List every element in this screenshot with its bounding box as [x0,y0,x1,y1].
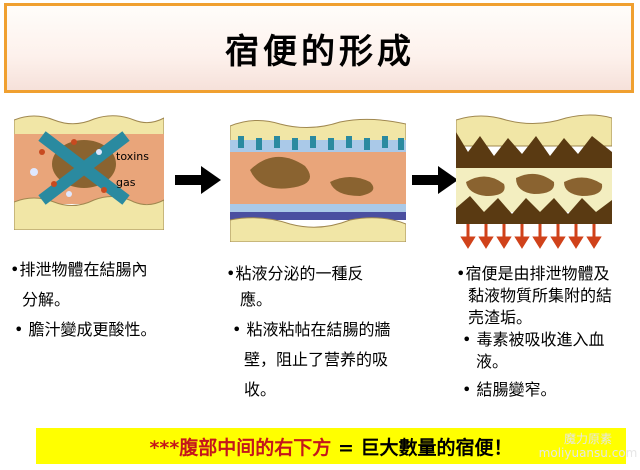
summary-equals: = [337,437,354,459]
panel2-bullet-1b: 應。 [240,290,273,309]
panel3-bullet-3: • 結腸變窄。 [462,380,557,399]
summary-prefix: ***腹部中间的右下方 [149,437,332,459]
watermark: 魔力原素 moliyuansu.com [538,432,638,461]
panel-mucus-image [230,116,406,242]
panel2-bullet-1a: •粘液分泌的一種反 [226,264,364,283]
gas-label: gas [116,176,136,189]
toxins-label: toxins [116,150,149,163]
panel3-bullet-2b: 液。 [476,352,509,371]
panel-impacted-stool-image [456,112,612,252]
arrow-right-icon-1 [175,166,221,198]
watermark-line-2: moliyuansu.com [538,446,638,461]
panel3-bullet-1b: 黏液物質所集附的結 [468,286,613,305]
title-box [4,3,634,93]
summary-suffix: 巨大數量的宿便！ [360,437,513,459]
panel1-bullet-1a: •排泄物體在結腸內 [10,260,148,279]
panel2-bullet-2a: • 粘液粘帖在結腸的牆 [232,320,391,339]
panel3-bullet-1a: •宿便是由排泄物體及 [456,264,610,283]
panel-decomposition-image [14,112,164,230]
arrow-right-icon-2 [412,166,458,198]
panel3-bullet-2a: • 毒素被吸收進入血 [462,330,605,349]
panel2-bullet-2c: 收。 [244,380,277,399]
summary-bar [36,428,626,464]
panel1-bullet-2: • 膽汁變成更酸性。 [14,320,157,339]
panel1-bullet-1b: 分解。 [22,290,71,309]
watermark-line-1: 魔力原素 [563,432,612,446]
panel2-bullet-2b: 壁，阻止了营养的吸 [244,350,389,369]
page-title: 宿便的形成 [225,32,415,72]
panel3-bullet-1c: 売渣垢。 [468,308,533,327]
summary-text: ***腹部中间的右下方 = 巨大數量的宿便！ [36,433,626,460]
